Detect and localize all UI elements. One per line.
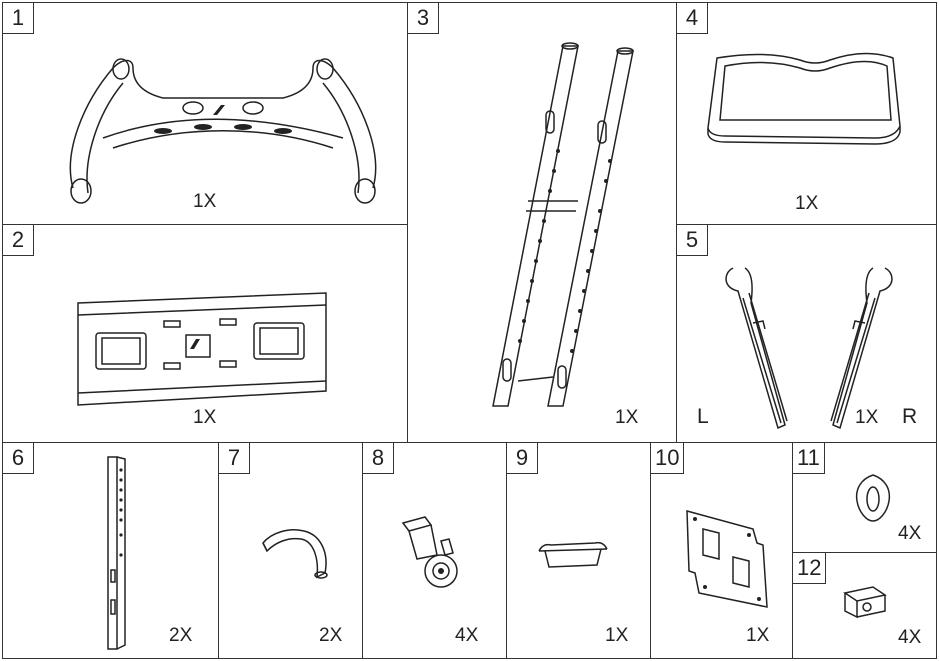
part-number-10: 10 [650, 442, 685, 474]
part-quantity-1: 1X [193, 191, 217, 212]
part-number-3: 3 [407, 2, 439, 34]
part-quantity-4: 1X [795, 193, 819, 214]
part-number-1: 1 [2, 2, 34, 34]
part-number-7: 7 [218, 442, 250, 474]
part-cell-1: 1 1X [2, 2, 408, 225]
part-cell-12: 12 4X [792, 552, 937, 659]
part-cell-5: 5 L 1X R [676, 224, 937, 443]
part-number-2: 2 [2, 224, 34, 256]
part-cell-2: 2 1X [2, 224, 408, 443]
part-quantity-3: 1X [615, 407, 639, 428]
end-cap-icon [537, 541, 609, 571]
right-label: R [902, 405, 918, 428]
part-cell-10: 10 1X [650, 442, 793, 659]
part-cell-7: 7 2X [218, 442, 363, 659]
part-number-4: 4 [676, 2, 708, 34]
mounting-plate-icon [78, 293, 328, 408]
bracket-plate-icon [683, 509, 769, 609]
part-number-12: 12 [792, 552, 827, 584]
part-number-9: 9 [506, 442, 538, 474]
part-quantity-5: 1X [855, 407, 879, 428]
caster-wheel-icon [395, 515, 475, 595]
side-clamp-right-icon [825, 263, 895, 433]
part-quantity-2: 1X [193, 407, 217, 428]
oval-ring-icon [853, 473, 893, 523]
part-cell-11: 11 4X [792, 442, 937, 553]
part-cell-9: 9 1X [506, 442, 651, 659]
part-cell-6: 6 2X [2, 442, 219, 659]
part-quantity-8: 4X [455, 625, 479, 646]
part-quantity-9: 1X [605, 625, 629, 646]
part-quantity-10: 1X [746, 625, 770, 646]
left-label: L [697, 405, 709, 428]
part-number-5: 5 [676, 224, 708, 256]
tv-mount-top-bracket-icon [53, 53, 373, 203]
part-cell-3: 3 1X [407, 2, 677, 443]
part-cell-8: 8 4X [362, 442, 507, 659]
upright-poles-icon [448, 41, 638, 411]
vertical-rail-icon [103, 455, 133, 651]
part-number-6: 6 [2, 442, 34, 474]
part-cell-4: 4 1X [676, 2, 937, 225]
side-clamp-left-icon [723, 263, 793, 433]
part-quantity-12: 4X [898, 627, 922, 648]
cable-strap-icon [259, 523, 339, 583]
shelf-tray-icon [705, 48, 905, 148]
part-quantity-6: 2X [169, 625, 193, 646]
part-quantity-7: 2X [319, 625, 343, 646]
part-number-11: 11 [792, 442, 825, 474]
part-quantity-11: 4X [898, 523, 922, 544]
part-number-8: 8 [362, 442, 394, 474]
clip-block-icon [843, 583, 887, 619]
